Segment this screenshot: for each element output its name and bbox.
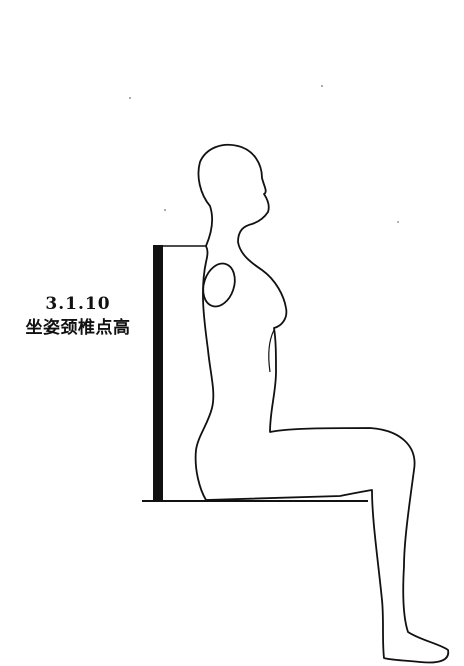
seated-figure-outline	[194, 143, 450, 664]
measurement-name: 坐姿颈椎点高	[25, 318, 131, 338]
scan-speck	[164, 209, 166, 211]
measurement-label: 3.1.10 坐姿颈椎点高	[8, 293, 148, 341]
scan-speck	[321, 85, 323, 87]
measurement-bar	[153, 245, 163, 501]
scan-speck	[129, 97, 131, 99]
shoulder-oval	[202, 262, 236, 308]
scan-speck	[397, 221, 399, 223]
abdomen-contour	[268, 329, 275, 373]
measurement-code: 3.1.10	[45, 294, 111, 314]
